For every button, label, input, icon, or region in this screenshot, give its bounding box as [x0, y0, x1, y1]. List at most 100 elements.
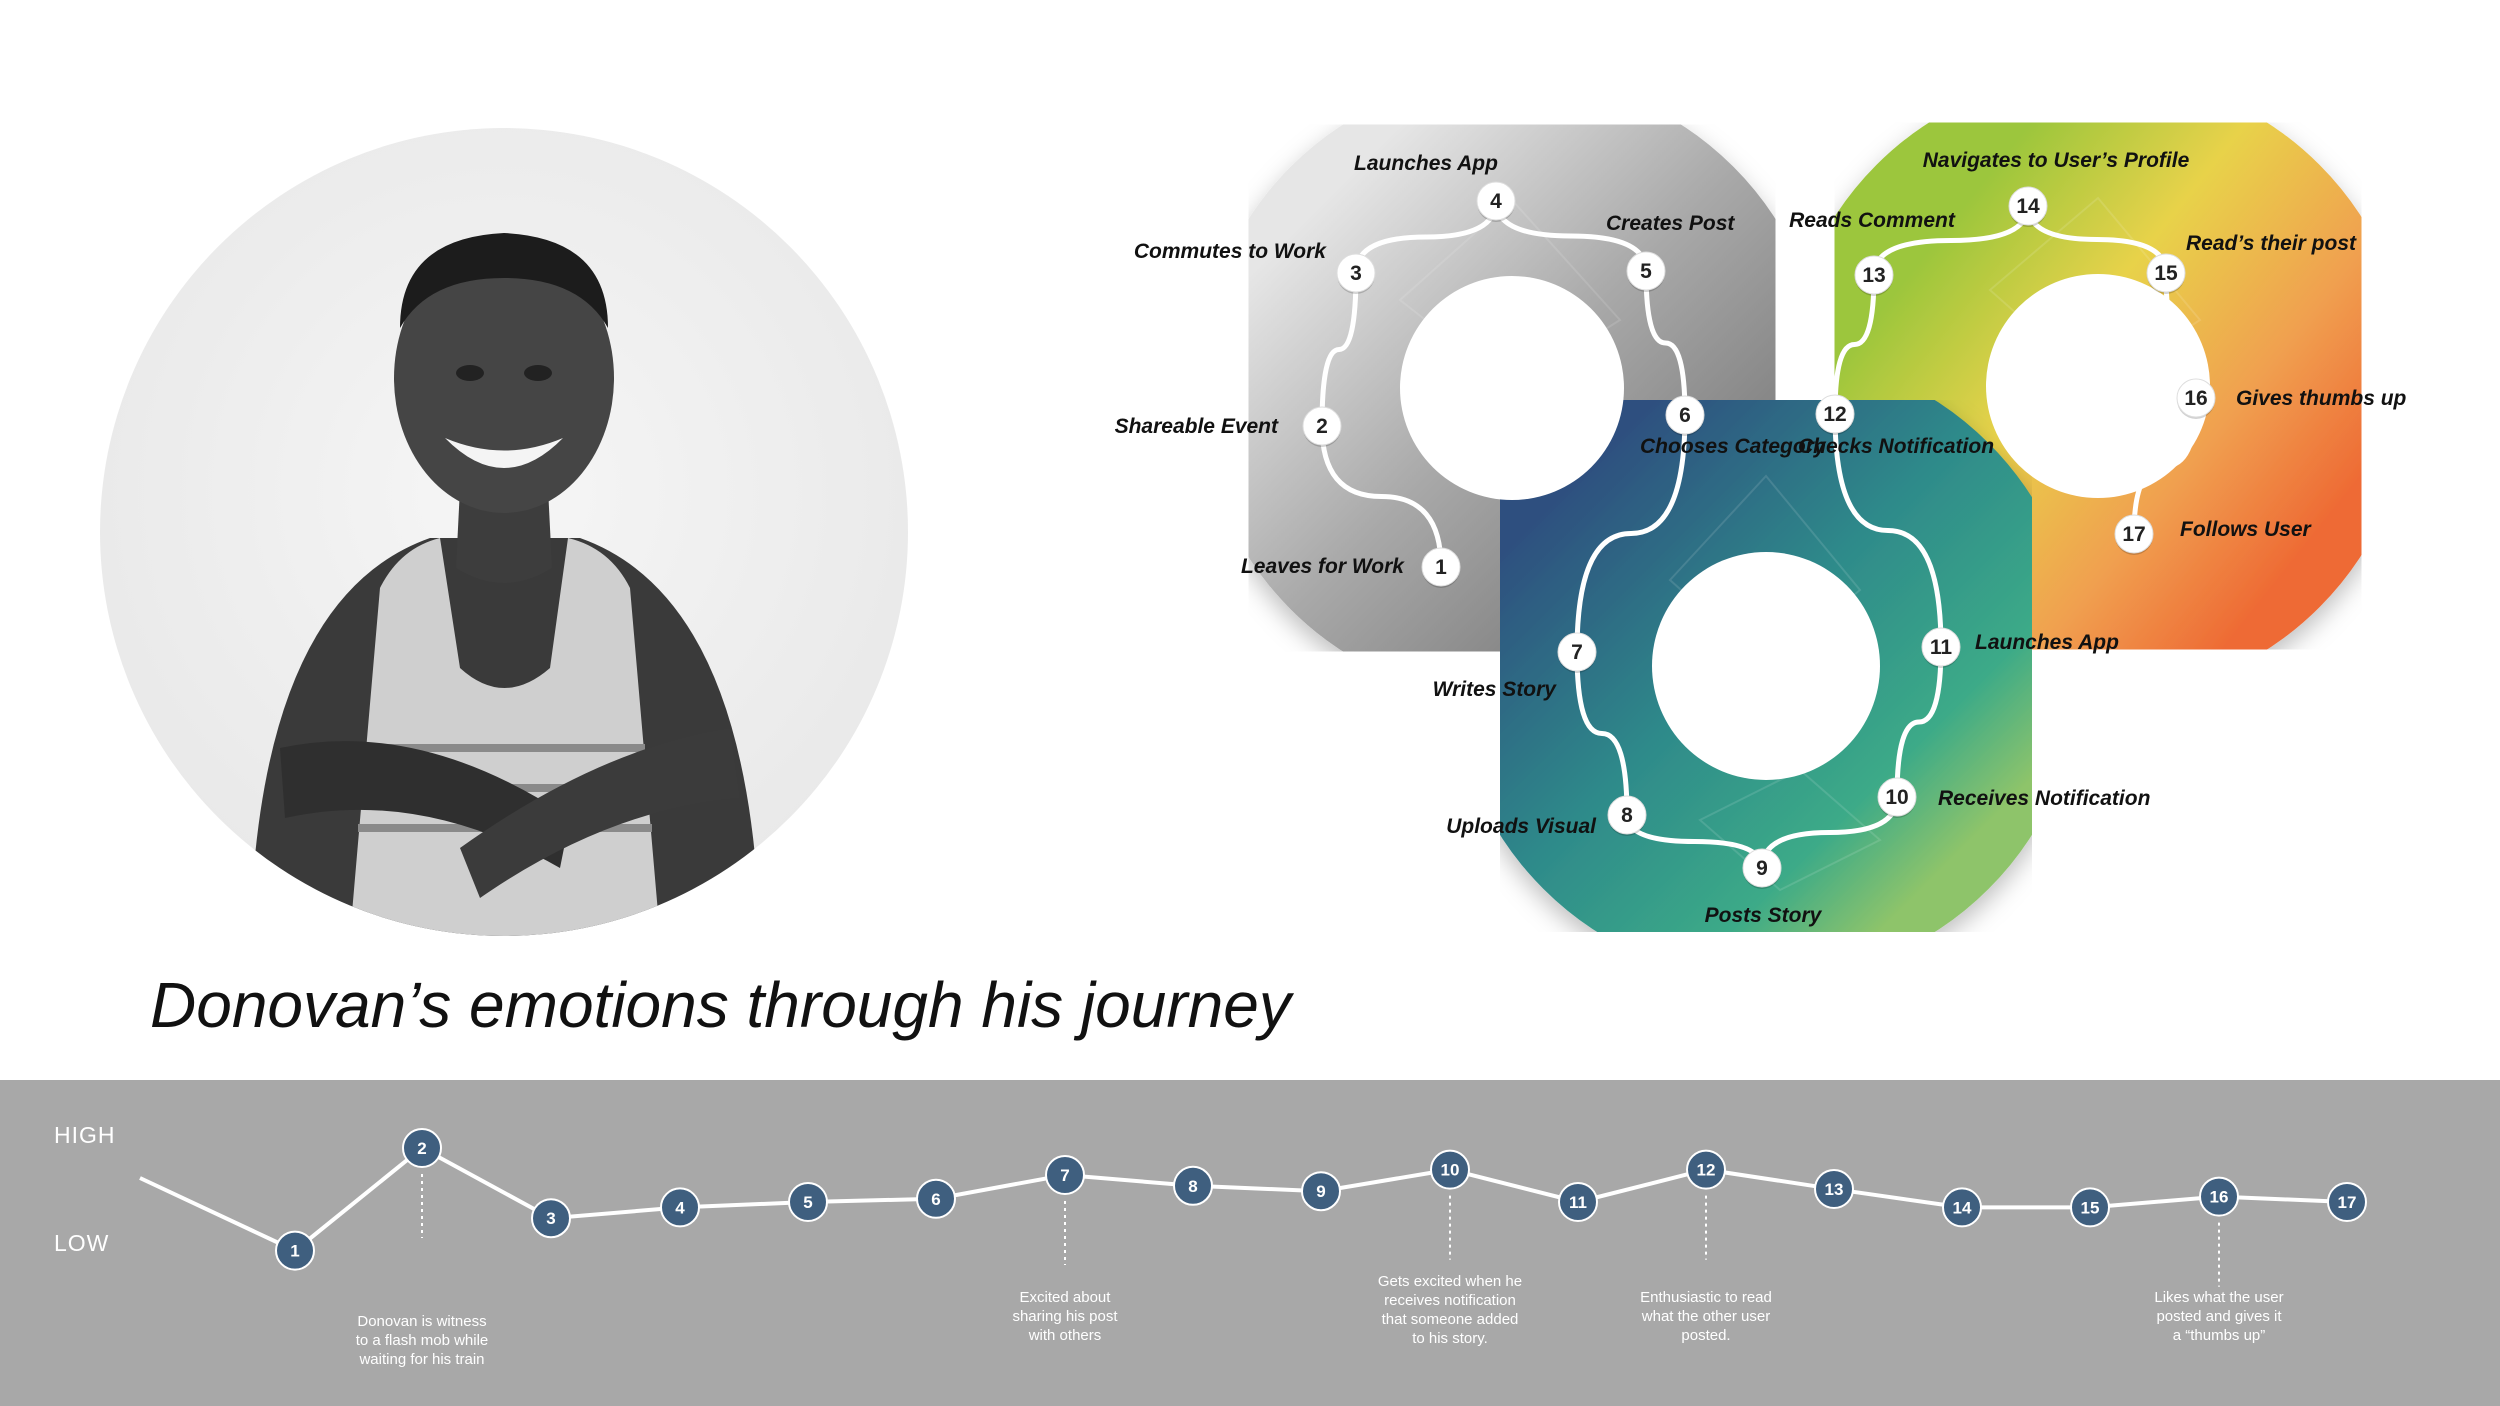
emotion-point-8: 8 [1173, 1165, 1213, 1206]
emotion-point-7: 7 [1045, 1155, 1085, 1195]
portrait-photo [100, 128, 908, 936]
emotion-point-label: 9 [1316, 1182, 1325, 1201]
journey-node-number: 8 [1621, 804, 1633, 827]
emotion-point-17: 17 [2327, 1182, 2367, 1222]
journey-node-15: 15 [2146, 253, 2186, 294]
journey-step-label: Navigates to User’s Profile [1923, 149, 2190, 172]
emotion-point-9: 9 [1301, 1171, 1341, 1212]
journey-step-label: Read’s their post [2186, 232, 2357, 255]
emotion-point-6: 6 [916, 1178, 956, 1219]
journey-step-label: Follows User [2180, 518, 2313, 541]
annotation-line: to his story. [1412, 1330, 1488, 1347]
emotion-point-label: 15 [2081, 1198, 2100, 1217]
gray-ring-center [1400, 276, 1624, 500]
journey-node-number: 6 [1679, 404, 1691, 427]
emotion-annotation: Gets excited when he receives notificatio… [1378, 1195, 1522, 1347]
annotation-line: Excited about [1020, 1289, 1112, 1306]
emotion-point-11: 11 [1558, 1182, 1598, 1222]
annotation-line: what the other user [1641, 1308, 1770, 1325]
journey-node-number: 4 [1490, 190, 1502, 213]
journey-node-9: 9 [1742, 848, 1782, 889]
emotion-point-13: 13 [1814, 1169, 1854, 1210]
journey-node-number: 3 [1350, 262, 1362, 285]
journey-node-number: 7 [1571, 641, 1583, 664]
annotation-line: posted and gives it [2156, 1308, 2282, 1325]
annotation-line: with others [1028, 1327, 1102, 1344]
journey-step-label: Reads Comment [1789, 209, 1956, 232]
emotion-point-label: 10 [1441, 1161, 1460, 1180]
journey-node-13: 13 [1854, 255, 1894, 296]
annotation-line: posted. [1681, 1327, 1730, 1344]
journey-node-16: 16 [2176, 378, 2216, 419]
journey-step-label: Gives thumbs up [2236, 387, 2407, 410]
emotion-point-label: 3 [546, 1209, 555, 1228]
annotation-line: Enthusiastic to read [1640, 1289, 1772, 1306]
journey-step-label: Writes Story [1433, 678, 1558, 701]
annotation-line: sharing his post [1012, 1308, 1118, 1325]
emotion-point-label: 7 [1060, 1166, 1069, 1185]
journey-step-label: Leaves for Work [1241, 555, 1405, 578]
annotation-line: waiting for his train [358, 1351, 484, 1368]
emotion-point-12: 12 [1686, 1149, 1726, 1190]
annotation-line: that someone added [1382, 1311, 1519, 1328]
journey-node-number: 2 [1316, 415, 1328, 438]
journey-node-17: 17 [2114, 514, 2154, 555]
journey-node-2: 2 [1302, 406, 1342, 447]
journey-step-label: Checks Notification [1798, 435, 1994, 458]
journey-node-number: 17 [2122, 523, 2145, 546]
journey-node-number: 11 [1930, 636, 1953, 659]
journey-node-10: 10 [1877, 777, 1917, 818]
journey-node-number: 12 [1823, 403, 1846, 426]
annotation-line: Gets excited when he [1378, 1273, 1522, 1290]
journey-node-7: 7 [1557, 632, 1597, 673]
emotion-point-label: 2 [417, 1139, 426, 1158]
emotion-point-label: 5 [803, 1193, 812, 1212]
journey-node-number: 16 [2184, 387, 2207, 410]
emotion-annotation: Excited about sharing his post with others [1012, 1201, 1118, 1344]
emotion-point-label: 17 [2338, 1193, 2357, 1212]
journey-node-11: 11 [1921, 627, 1961, 668]
emotion-point-label: 13 [1825, 1180, 1844, 1199]
journey-node-number: 15 [2154, 262, 2178, 285]
emotion-line [139, 1145, 2348, 1253]
journey-step-label: Chooses Category [1640, 435, 1827, 458]
level-low-label: LOW [54, 1230, 110, 1256]
yellow-ring-center [1986, 274, 2210, 498]
journey-node-number: 14 [2016, 195, 2040, 218]
annotation-line: to a flash mob while [356, 1332, 489, 1349]
journey-node-5: 5 [1626, 251, 1666, 292]
emotion-point-15: 15 [2070, 1187, 2110, 1228]
emotion-point-label: 14 [1953, 1198, 1972, 1217]
journey-node-12: 12 [1815, 394, 1855, 435]
emotion-point-label: 8 [1188, 1177, 1197, 1196]
emotion-point-label: 12 [1697, 1161, 1716, 1180]
emotion-point-10: 10 [1430, 1149, 1470, 1190]
journey-step-label: Commutes to Work [1134, 240, 1327, 263]
journey-step-label: Uploads Visual [1446, 815, 1597, 838]
journey-node-number: 9 [1756, 857, 1768, 880]
emotion-point-label: 1 [290, 1242, 299, 1261]
emotion-point-14: 14 [1942, 1187, 1982, 1228]
emotion-point-label: 6 [931, 1190, 940, 1209]
journey-node-6: 6 [1665, 395, 1705, 436]
emotion-point-5: 5 [788, 1182, 828, 1222]
journey-step-label: Shareable Event [1115, 415, 1279, 438]
emotion-point-4: 4 [660, 1187, 700, 1228]
journey-step-label: Posts Story [1705, 904, 1823, 927]
journey-step-label: Receives Notification [1938, 787, 2150, 810]
journey-node-number: 10 [1885, 786, 1908, 809]
emotion-point-2: 2 [402, 1128, 442, 1168]
emotion-point-1: 1 [275, 1230, 315, 1271]
emotion-annotation: Enthusiastic to read what the other user p… [1640, 1195, 1772, 1344]
annotation-line: a “thumbs up” [2173, 1327, 2266, 1344]
journey-node-4: 4 [1476, 181, 1516, 222]
journey-node-8: 8 [1607, 795, 1647, 836]
emotion-point-16: 16 [2199, 1176, 2239, 1217]
annotation-line: receives notification [1384, 1292, 1516, 1309]
journey-step-label: Launches App [1975, 631, 2119, 654]
emotion-point-label: 11 [1569, 1193, 1587, 1212]
